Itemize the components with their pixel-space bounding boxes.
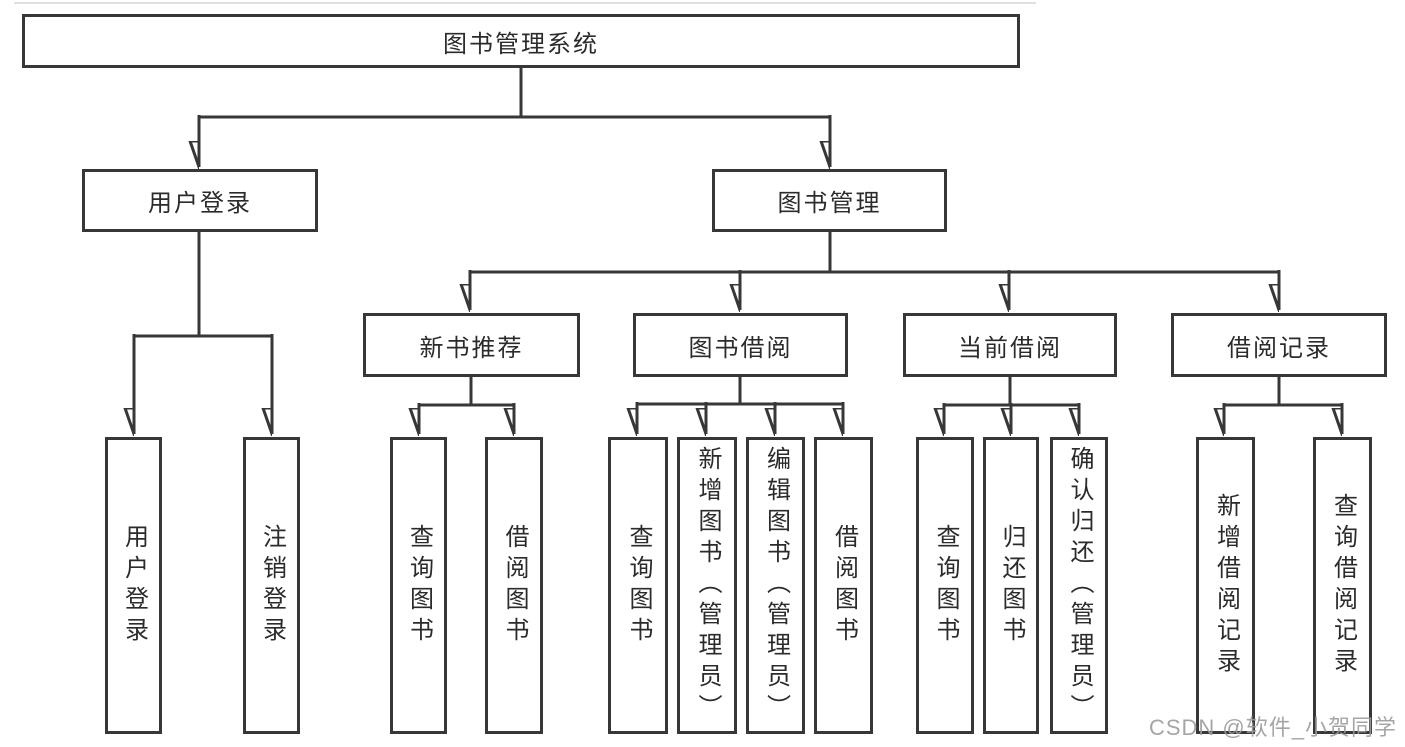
leaf-bb-borrow-books: 借阅图书 — [814, 437, 873, 734]
node-label: 借阅记录 — [1227, 334, 1331, 362]
leaf-label: 查询图书 — [625, 523, 652, 648]
leaf-bb-query-books: 查询图书 — [608, 437, 668, 734]
leaf-label: 编辑图书（管理员） — [762, 446, 790, 725]
node-label: 当前借阅 — [958, 334, 1062, 362]
top-divider-line — [14, 2, 1036, 4]
connector-user-login — [134, 231, 272, 338]
leaf-cb-confirm-return-admin: 确认归还（管理员） — [1050, 437, 1108, 734]
csdn-watermark: CSDN @软件_小贺同学 — [1148, 715, 1397, 740]
node-library-system: 图书管理系统 — [22, 14, 1020, 68]
leaf-label: 借阅图书 — [501, 523, 528, 648]
leaf-label: 新增借阅记录 — [1212, 492, 1240, 679]
leaf-br-query-record: 查询借阅记录 — [1313, 437, 1372, 734]
node-book-management: 图书管理 — [712, 169, 947, 232]
node-new-book-recommend: 新书推荐 — [363, 313, 580, 377]
leaf-label: 查询图书 — [405, 523, 433, 648]
leaf-bb-edit-books-admin: 编辑图书（管理员） — [746, 437, 805, 734]
leaf-label: 借阅图书 — [830, 523, 858, 648]
leaf-label: 用户登录 — [120, 523, 148, 648]
leaf-bb-add-books-admin: 新增图书（管理员） — [677, 437, 737, 734]
node-book-borrow: 图书借阅 — [633, 313, 848, 377]
connector-new-book — [419, 377, 514, 407]
leaf-user-login: 用户登录 — [105, 437, 162, 734]
leaf-label: 归还图书 — [998, 523, 1025, 648]
node-label: 图书借阅 — [688, 334, 793, 362]
leaf-nb-borrow-books: 借阅图书 — [485, 437, 543, 734]
leaf-cb-return-books: 归还图书 — [983, 437, 1039, 734]
leaf-label: 查询借阅记录 — [1329, 492, 1357, 679]
leaf-cb-query-books: 查询图书 — [916, 437, 974, 734]
node-label: 图书管理 — [777, 190, 882, 217]
leaf-label: 注销登录 — [258, 523, 286, 648]
leaf-br-add-record: 新增借阅记录 — [1196, 437, 1255, 734]
node-label: 图书管理系统 — [443, 30, 599, 58]
leaf-label: 新增图书（管理员） — [694, 446, 721, 725]
node-label: 用户登录 — [148, 190, 252, 217]
leaf-nb-query-books: 查询图书 — [390, 437, 447, 734]
node-user-login: 用户登录 — [82, 169, 318, 232]
connector-root — [199, 68, 830, 119]
connector-book-borrow — [637, 377, 843, 406]
node-label: 新书推荐 — [419, 334, 524, 362]
connector-borrow-records — [1224, 377, 1342, 407]
leaf-label: 查询图书 — [932, 523, 959, 648]
leaf-label: 确认归还（管理员） — [1066, 446, 1093, 725]
connector-book-management — [470, 231, 1279, 274]
node-borrow-records: 借阅记录 — [1171, 313, 1387, 377]
node-current-borrow: 当前借阅 — [903, 313, 1117, 377]
leaf-logout-login: 注销登录 — [243, 437, 300, 734]
connector-current-borrow — [944, 377, 1079, 407]
